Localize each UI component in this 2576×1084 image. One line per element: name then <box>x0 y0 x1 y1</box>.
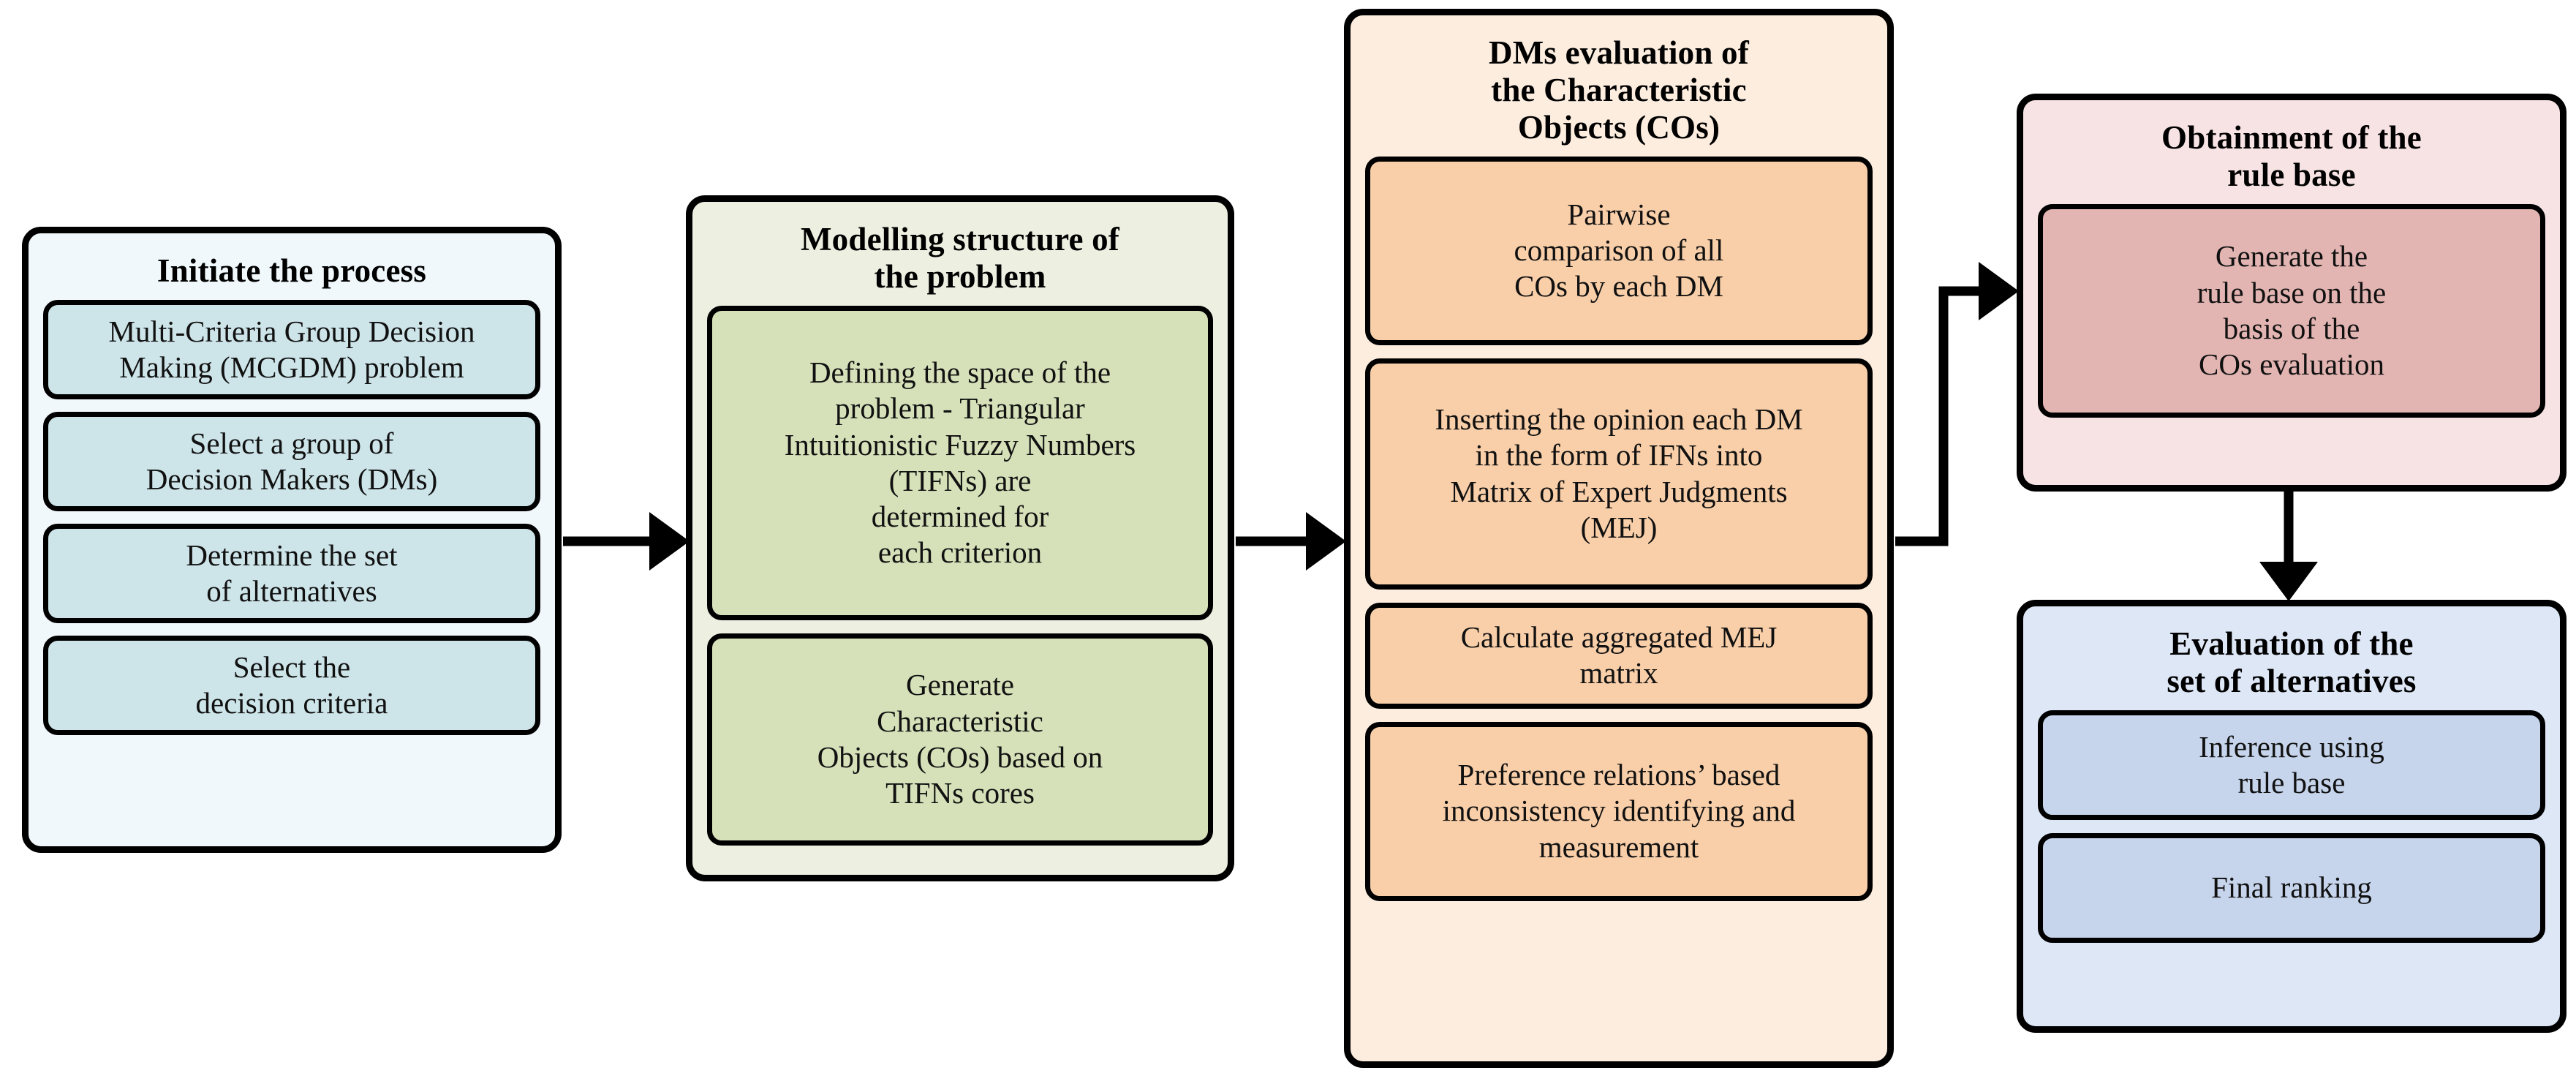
stage-title: Initiate the process <box>156 252 427 289</box>
stage-title: Obtainment of the rule base <box>2161 119 2422 193</box>
step-box[interactable]: Inference using rule base <box>2038 710 2545 820</box>
step-box[interactable]: Select a group of Decision Makers (DMs) <box>43 411 540 511</box>
stage-obtainment-of-the-rule-base[interactable]: Obtainment of the rule base Generate the… <box>2017 94 2566 492</box>
arrow-stage2-to-stage3 <box>1236 512 1346 571</box>
arrow-stage1-to-stage2 <box>563 512 690 571</box>
stage-title: Evaluation of the set of alternatives <box>2167 625 2417 699</box>
step-box[interactable]: Select the decision criteria <box>43 635 540 735</box>
step-box[interactable]: Multi-Criteria Group Decision Making (MC… <box>43 299 540 399</box>
arrow-stage3-to-stage4 <box>1895 262 2019 546</box>
stage-modelling-structure-of-the-problem[interactable]: Modelling structure of the problem Defin… <box>686 195 1234 881</box>
step-box[interactable]: Generate the rule base on the basis of t… <box>2038 203 2545 418</box>
step-list: Multi-Criteria Group Decision Making (MC… <box>43 299 540 832</box>
step-box[interactable]: Preference relations’ based inconsistenc… <box>1365 721 1873 901</box>
step-box[interactable]: Inserting the opinion each DM in the for… <box>1365 358 1873 590</box>
stage-title: Modelling structure of the problem <box>800 221 1119 295</box>
step-list: Pairwise comparison of all COs by each D… <box>1365 156 1873 1047</box>
stage-title: DMs evaluation of the Characteristic Obj… <box>1489 34 1749 146</box>
step-box[interactable]: Determine the set of alternatives <box>43 523 540 623</box>
step-list: Generate the rule base on the basis of t… <box>2038 203 2545 470</box>
step-box[interactable]: Generate Characteristic Objects (COs) ba… <box>707 633 1213 846</box>
step-box[interactable]: Final ranking <box>2038 832 2545 943</box>
stage-evaluation-of-the-set-of-alternatives[interactable]: Evaluation of the set of alternatives In… <box>2017 600 2566 1033</box>
step-box[interactable]: Pairwise comparison of all COs by each D… <box>1365 156 1873 345</box>
step-box[interactable]: Calculate aggregated MEJ matrix <box>1365 602 1873 709</box>
stage-initiate-the-process[interactable]: Initiate the process Multi-Criteria Grou… <box>22 227 562 853</box>
step-list: Inference using rule base Final ranking <box>2038 710 2545 1012</box>
stage-dms-evaluation-of-the-characteristic-objects[interactable]: DMs evaluation of the Characteristic Obj… <box>1344 9 1894 1068</box>
step-box[interactable]: Defining the space of the problem - Tria… <box>707 305 1213 620</box>
arrow-stage4-to-stage5 <box>2259 492 2318 601</box>
step-list: Defining the space of the problem - Tria… <box>707 305 1213 860</box>
